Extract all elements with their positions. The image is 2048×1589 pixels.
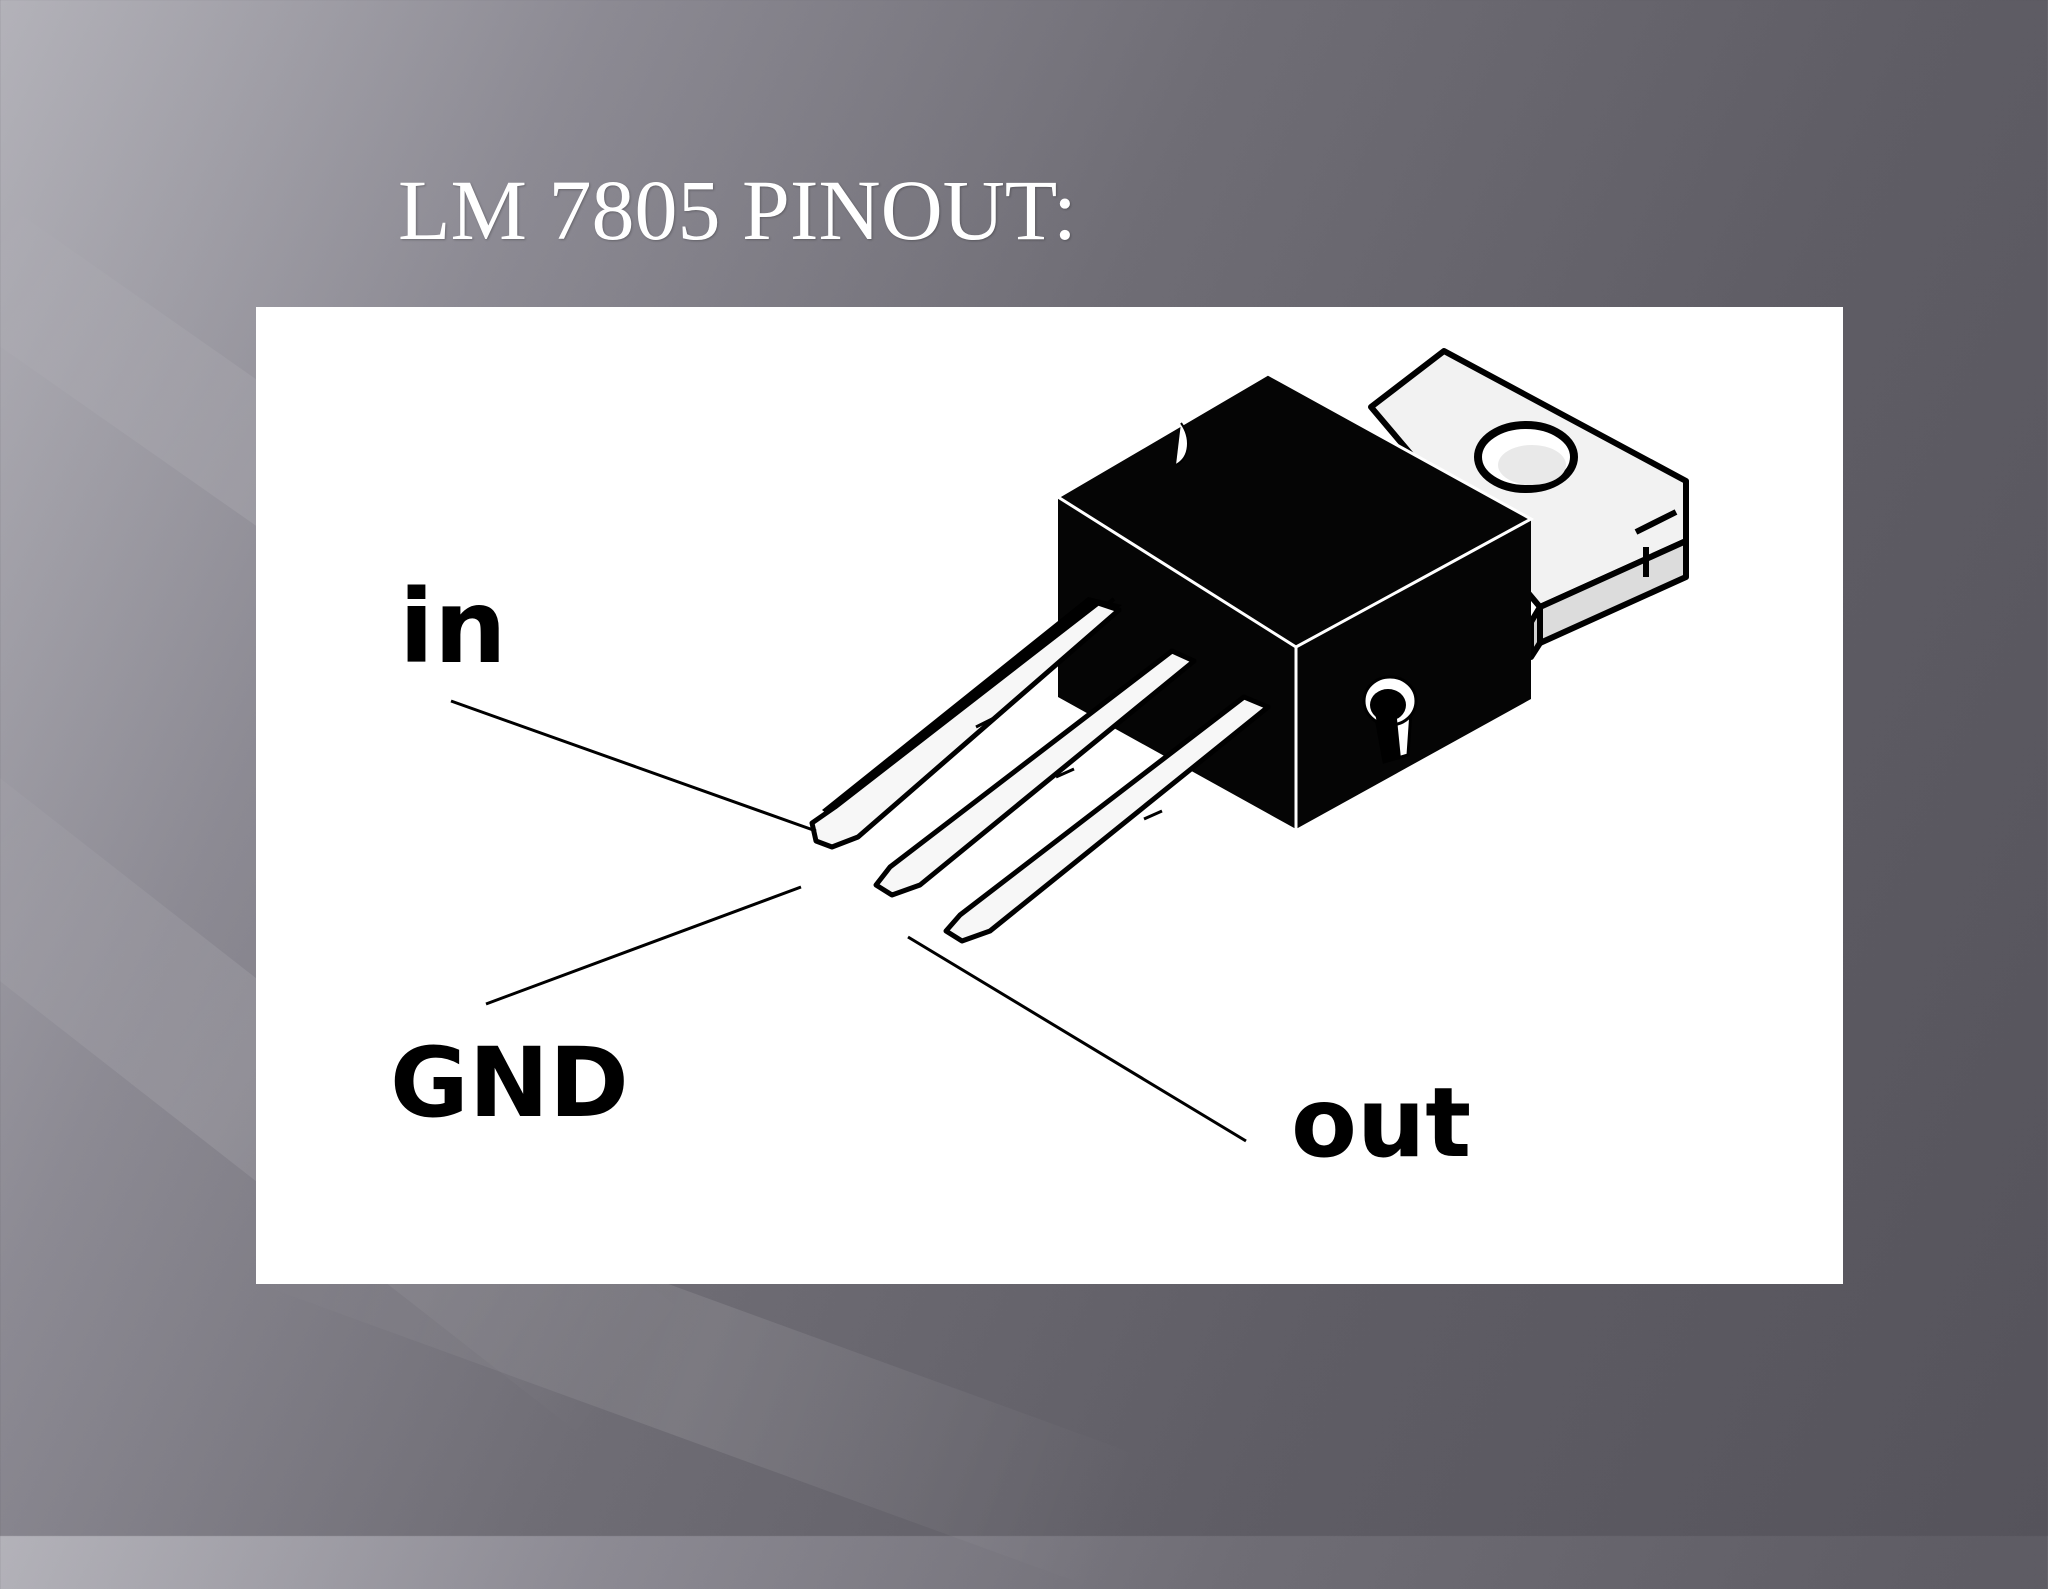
leader-line-gnd	[485, 885, 802, 1006]
pin-label-gnd: GND	[390, 1027, 629, 1139]
leader-line-in	[450, 699, 817, 833]
to220-package-drawing	[450, 348, 1689, 1143]
pin-gnd-lead	[873, 648, 1197, 898]
pin-label-in: in	[399, 568, 507, 687]
leader-line-out	[907, 935, 1247, 1143]
pin-in-lead	[809, 597, 1122, 850]
pin-out-lead	[943, 694, 1271, 944]
plastic-body	[1055, 372, 1535, 829]
pin-label-out: out	[1291, 1067, 1472, 1179]
slide-title: LM 7805 PINOUT:	[398, 162, 1077, 258]
pinout-figure: in GND out	[256, 307, 1843, 1284]
